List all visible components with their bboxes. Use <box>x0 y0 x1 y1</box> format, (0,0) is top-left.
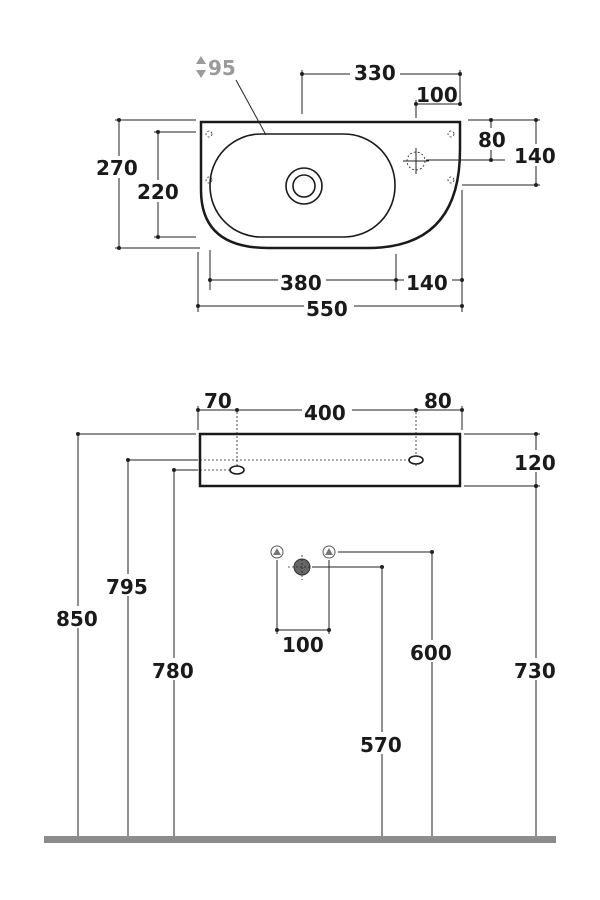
up-down-arrow-icon <box>196 56 206 78</box>
dim-overall-length: 550 <box>306 297 348 321</box>
dim-height-top: 850 <box>56 607 98 631</box>
water-supply-icon <box>322 545 336 559</box>
dim-height-bottom: 730 <box>514 659 556 683</box>
leader-line <box>235 79 267 136</box>
fixing-hole <box>205 130 213 138</box>
fixing-hole <box>205 176 213 184</box>
dim-tap-from-back: 80 <box>478 128 506 152</box>
dim-supply-spacing: 100 <box>282 633 324 657</box>
dim-height-fix-upper: 795 <box>106 575 148 599</box>
front-view: 70 400 80 120 850 795 780 730 <box>44 389 560 843</box>
dim-right-fix: 80 <box>424 389 452 413</box>
top-view: 95 330 100 270 220 80 <box>96 56 558 321</box>
dim-tap-from-left: 330 <box>354 61 396 85</box>
dim-side-depth: 140 <box>514 144 556 168</box>
fixing-hole <box>229 465 245 475</box>
dim-tap-from-right: 100 <box>416 83 458 107</box>
dim-right-offset: 140 <box>406 271 448 295</box>
dim-drain-depth: 95 <box>208 56 236 80</box>
fixing-hole <box>408 455 424 465</box>
tap-hole-icon <box>403 148 429 174</box>
dim-basin-depth: 220 <box>137 180 179 204</box>
dim-left-fix: 70 <box>204 389 232 413</box>
drain-inner <box>292 174 316 198</box>
dim-height-fix-lower: 780 <box>152 659 194 683</box>
dim-waste-height: 570 <box>360 733 402 757</box>
fixing-hole <box>447 176 455 184</box>
water-supply-icon <box>270 545 284 559</box>
floor-line <box>44 836 556 843</box>
dim-thickness: 120 <box>514 451 556 475</box>
dim-fix-spacing: 400 <box>304 401 346 425</box>
dim-supply-height: 600 <box>410 641 452 665</box>
fixing-hole <box>447 130 455 138</box>
dim-basin-length: 380 <box>280 271 322 295</box>
dim-overall-depth: 270 <box>96 156 138 180</box>
